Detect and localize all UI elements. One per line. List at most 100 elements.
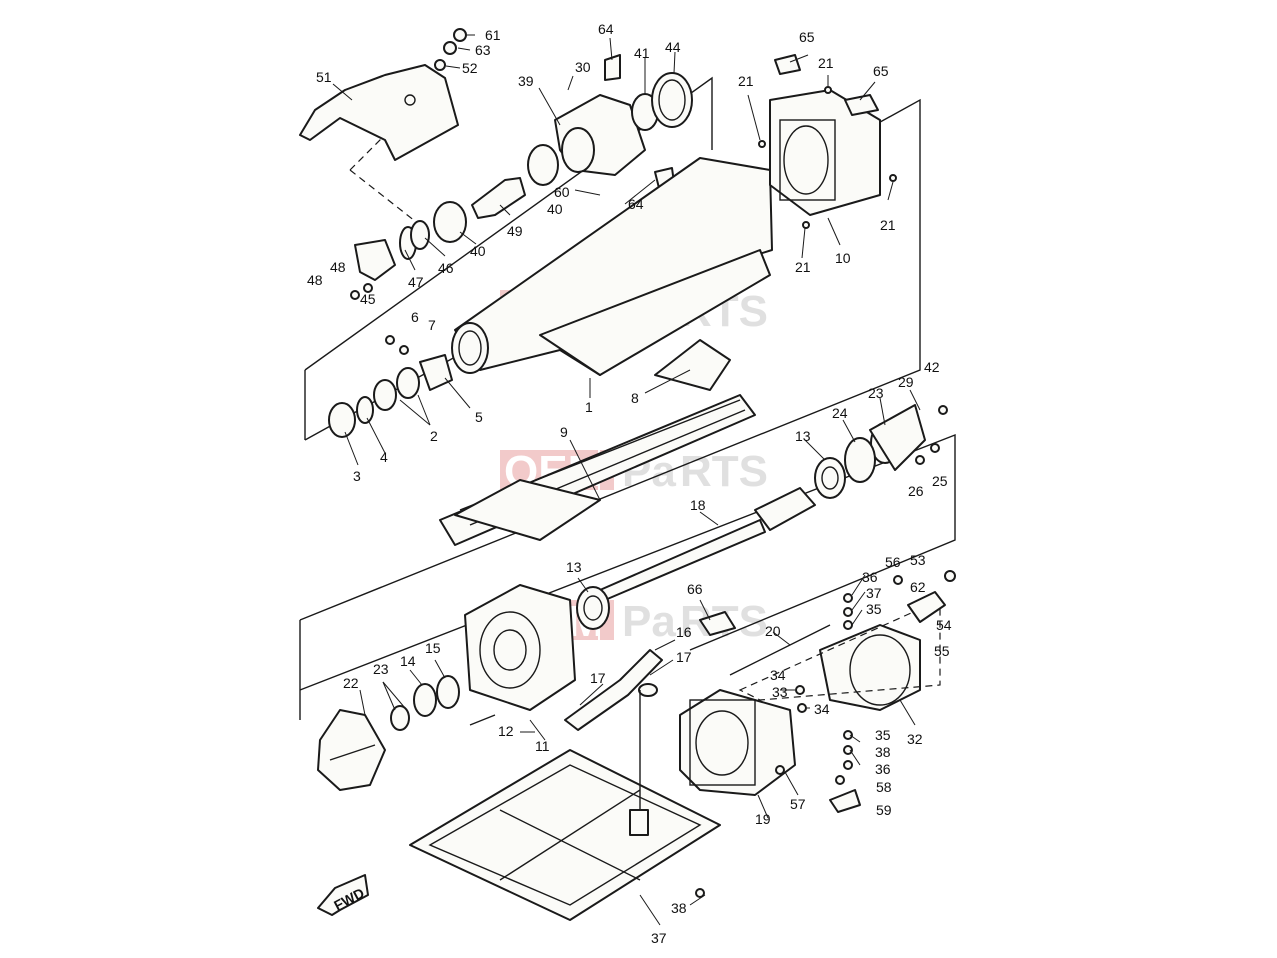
callout-28: 30 xyxy=(575,59,591,75)
part-cover-51 xyxy=(299,64,459,161)
leader-lines xyxy=(332,34,921,926)
part-fasteners-61-63-52 xyxy=(434,28,467,71)
callout-25: 24 xyxy=(832,405,848,421)
callout-65-a: 65 xyxy=(799,29,815,45)
callout-13-lower: 13 xyxy=(566,559,582,575)
callout-11: 11 xyxy=(535,738,550,754)
callout-17-b: 17 xyxy=(590,670,606,686)
callout-52: 52 xyxy=(462,60,478,76)
callout-29: 29 xyxy=(898,374,914,390)
callout-32: 34 xyxy=(814,701,830,717)
callout-62: 62 xyxy=(910,579,926,595)
callout-40-lower: 40 xyxy=(470,243,486,259)
callout-21-c: 21 xyxy=(880,217,896,233)
callout-21-d: 21 xyxy=(795,259,811,275)
callout-20: 20 xyxy=(765,623,781,639)
callout-19: 19 xyxy=(755,811,771,827)
callout-21-b: 21 xyxy=(818,55,834,71)
callout-42: 42 xyxy=(924,359,940,375)
part-housing-11 xyxy=(464,584,576,726)
part-pad-8 xyxy=(654,339,731,391)
callout-5: 5 xyxy=(475,409,483,425)
callout-33: 34 xyxy=(770,667,786,683)
callout-56: 56 xyxy=(885,554,901,570)
part-seal-24-25 xyxy=(814,404,948,499)
callout-39: 39 xyxy=(518,73,534,89)
part-tray-9 xyxy=(439,394,756,546)
part-housing-45 xyxy=(350,201,467,300)
callout-50: 49 xyxy=(507,223,523,239)
callout-30: 32 xyxy=(907,731,923,747)
callout-7: 7 xyxy=(428,317,436,333)
callout-45: 45 xyxy=(360,291,376,307)
callout-44: 44 xyxy=(665,39,681,55)
callout-15: 15 xyxy=(425,640,441,656)
callout-14: 14 xyxy=(400,653,416,669)
callout-10: 10 xyxy=(835,250,851,266)
part-bearings-14-15 xyxy=(390,675,460,731)
callout-24: 23 xyxy=(868,385,884,401)
callout-3: 3 xyxy=(353,468,361,484)
callout-34-upper: 35 xyxy=(866,601,882,617)
callout-63: 63 xyxy=(475,42,491,58)
callout-17-a: 17 xyxy=(676,649,692,665)
callout-58: 58 xyxy=(876,779,892,795)
part-baseplate-37 xyxy=(409,690,721,921)
callout-41: 41 xyxy=(634,45,650,61)
callout-4: 4 xyxy=(380,449,388,465)
callout-66: 66 xyxy=(687,581,703,597)
callout-53: 53 xyxy=(910,552,926,568)
callout-2: 2 xyxy=(430,428,438,444)
fwd-arrow-badge: FWD xyxy=(317,874,369,916)
callout-37-text: 37 xyxy=(651,930,667,946)
callout-21-a: 21 xyxy=(738,73,754,89)
callout-59: 59 xyxy=(876,802,892,818)
part-bearings-2-7 xyxy=(328,335,453,438)
callout-60: 60 xyxy=(554,184,570,200)
callout-51: 51 xyxy=(316,69,332,85)
part-impeller-22 xyxy=(317,709,386,791)
part-fasteners-34-36 xyxy=(775,570,956,813)
part-driveshaft-18 xyxy=(599,487,816,601)
part-nozzle-19 xyxy=(679,689,796,796)
callout-22: 22 xyxy=(343,675,359,691)
part-pump-39 xyxy=(527,94,646,186)
part-hose-17 xyxy=(564,649,663,731)
watermark-brand-c: RTS xyxy=(680,447,768,496)
part-duct-1 xyxy=(451,157,773,376)
callout-36-lower: 38 xyxy=(875,744,891,760)
callout-34-lower: 35 xyxy=(875,727,891,743)
callout-54: 54 xyxy=(936,617,952,633)
callout-31: 33 xyxy=(772,684,788,700)
callout-57: 57 xyxy=(790,796,806,812)
part-bucket-30 xyxy=(738,599,941,713)
callout-6: 6 xyxy=(411,309,419,325)
part-bearing-13-lower xyxy=(576,586,610,630)
callout-12: 12 xyxy=(498,723,514,739)
callout-16: 16 xyxy=(676,624,692,640)
callout-61: 61 xyxy=(485,27,501,43)
callout-13-upper: 13 xyxy=(795,428,811,444)
callout-40-upper: 40 xyxy=(547,201,563,217)
callout-26: 25 xyxy=(932,473,948,489)
callout-36-upper: 37 xyxy=(866,585,882,601)
callout-64-top: 64 xyxy=(598,21,614,37)
part-plate-10 xyxy=(769,54,881,216)
callout-35-lower: 36 xyxy=(875,761,891,777)
callout-48: 48 xyxy=(307,272,323,288)
part-shaft-50 xyxy=(471,177,526,219)
callout-65-b: 65 xyxy=(873,63,889,79)
callout-55: 55 xyxy=(934,643,950,659)
callout-23: 23 xyxy=(373,661,389,677)
callout-8: 8 xyxy=(631,390,639,406)
callout-47: 47 xyxy=(408,274,424,290)
callout-1: 1 xyxy=(585,399,593,415)
part-rings-41-44 xyxy=(631,72,693,131)
callout-64-mid: 64 xyxy=(628,196,644,212)
callout-18: 18 xyxy=(690,497,706,513)
callout-49: 48 xyxy=(330,259,346,275)
callout-9: 9 xyxy=(560,424,568,440)
callout-46: 46 xyxy=(438,260,454,276)
callout-labels: 61 63 52 51 39 30 64 41 44 60 40 64 49 4… xyxy=(307,21,952,827)
